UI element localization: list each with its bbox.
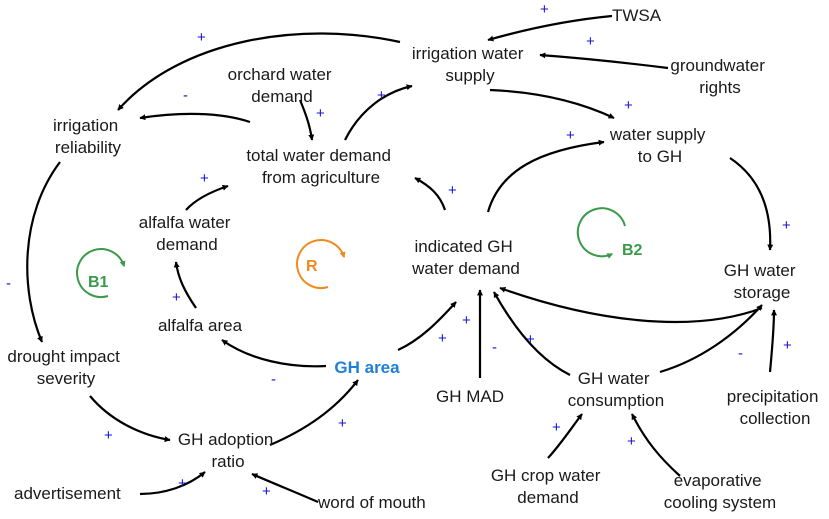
polarity-sign: + [783, 337, 792, 354]
link-storage-to-indicated [499, 286, 763, 324]
link-supply-to-reliability [117, 32, 401, 111]
link-alfalfa-wd-to-total [185, 184, 229, 211]
nodes: TWSA irrigation water supply groundwater… [7, 6, 823, 512]
polarity-sign: + [540, 1, 549, 18]
node-evaporative-cooling-system: evaporative cooling system [664, 471, 776, 512]
link-reliability-to-drought [26, 161, 61, 343]
polarity-sign: + [627, 433, 636, 450]
polarity-sign: + [172, 289, 181, 306]
link-wsgh-to-storage [729, 157, 774, 251]
polarity-sign: + [316, 105, 325, 122]
node-alfalfa-water-demand: alfalfa water demand [139, 213, 235, 254]
link-indicated-to-total [414, 177, 447, 211]
link-supply-to-wsgh [489, 88, 615, 119]
polarity-sign: - [738, 345, 743, 362]
node-gh-crop-water-demand: GH crop water demand [491, 466, 605, 507]
node-irrigation-reliability: irrigation reliability [53, 116, 123, 157]
polarity-signs: + + + + - + + + + + + - + + - - + + - + … [6, 1, 792, 500]
polarity-sign: + [566, 127, 575, 144]
link-total-to-supply [344, 84, 413, 141]
link-drought-to-adoption [89, 395, 171, 443]
link-twsa-to-supply [487, 14, 613, 42]
link-cons-to-storage [659, 304, 763, 374]
polarity-sign: + [178, 475, 187, 492]
node-gh-water-consumption: GH water consumption [568, 369, 664, 410]
node-gh-area: GH area [334, 358, 400, 377]
polarity-sign: + [526, 331, 535, 348]
node-word-of-mouth: word of mouth [317, 493, 426, 512]
polarity-sign: + [552, 419, 561, 436]
loop-marker-r: R [296, 239, 346, 290]
loop-marker-b1: B1 [76, 248, 126, 299]
node-drought-impact-severity: drought impact severity [7, 347, 124, 388]
node-gh-water-storage: GH water storage [724, 261, 801, 302]
polarity-sign: - [271, 371, 276, 388]
link-gh-area-to-alf-area [221, 339, 327, 368]
link-precip-to-storage [768, 309, 777, 373]
polarity-sign: + [462, 312, 471, 329]
loop-label-r: R [306, 258, 318, 275]
polarity-sign: - [492, 339, 497, 356]
loop-marker-b2: B2 [576, 207, 643, 259]
polarity-sign: + [448, 182, 457, 199]
polarity-sign: + [262, 483, 271, 500]
link-wom-to-adoption [251, 472, 319, 504]
link-indicated-to-wsgh [486, 139, 605, 213]
node-water-supply-to-gh: water supply to GH [609, 125, 710, 166]
link-cons-to-indicated [493, 291, 571, 376]
link-advert-to-adoption [139, 471, 206, 496]
node-gh-adoption-ratio: GH adoption ratio [178, 430, 278, 471]
link-total-to-reliability [139, 112, 251, 124]
node-alfalfa-area: alfalfa area [158, 316, 243, 335]
loop-label-b2: B2 [622, 242, 643, 259]
polarity-sign: + [377, 87, 386, 104]
link-alf-area-to-alf-wd [173, 261, 197, 309]
link-groundwater-to-supply [539, 52, 669, 70]
polarity-sign: + [782, 217, 791, 234]
link-adoption-to-gh-area [269, 379, 359, 447]
node-precipitation-collection: precipitation collection [727, 387, 823, 428]
node-twsa: TWSA [612, 6, 662, 25]
causal-links [26, 14, 777, 504]
polarity-sign: + [624, 97, 633, 114]
node-groundwater-rights: groundwater rights [670, 56, 769, 97]
node-orchard-water-demand: orchard water demand [228, 65, 337, 106]
polarity-sign: + [197, 29, 206, 46]
polarity-sign: + [200, 170, 209, 187]
node-gh-mad: GH MAD [436, 387, 504, 406]
polarity-sign: + [586, 33, 595, 50]
link-gh-area-to-indicated [397, 301, 457, 352]
link-evap-to-cons [631, 413, 681, 477]
polarity-sign: + [104, 427, 113, 444]
polarity-sign: + [438, 330, 447, 347]
polarity-sign: - [183, 87, 188, 104]
node-advertisement: advertisement [14, 484, 121, 503]
polarity-sign: + [338, 415, 347, 432]
node-total-water-demand: total water demand from agriculture [246, 146, 395, 187]
polarity-sign: - [6, 275, 11, 292]
loop-label-b1: B1 [88, 274, 109, 291]
node-irrigation-water-supply: irrigation water supply [412, 44, 528, 85]
link-crop-to-cons [547, 413, 583, 459]
link-orchard-to-total [298, 99, 315, 141]
node-indicated-gh-water-demand: indicated GH water demand [411, 237, 520, 278]
